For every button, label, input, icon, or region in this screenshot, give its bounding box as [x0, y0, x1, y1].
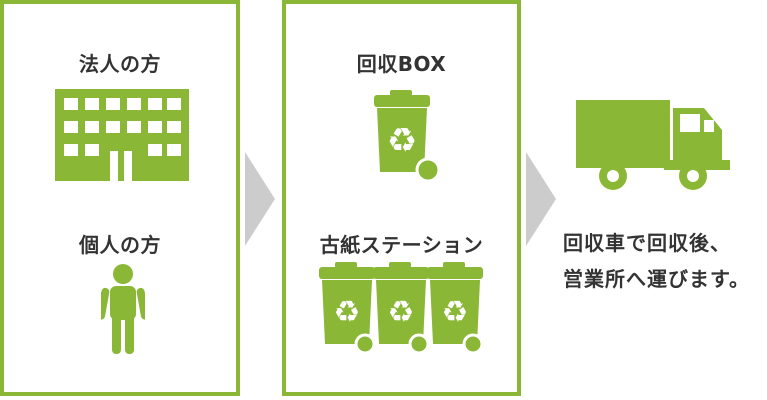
flow-arrow-1 [245, 152, 275, 246]
flow-arrow-2 [526, 152, 556, 246]
individual-label: 個人の方 [79, 233, 161, 257]
box-label: 回収BOX [356, 52, 447, 76]
svg-text:♻: ♻ [442, 295, 469, 330]
station-label: 古紙ステーション [319, 233, 484, 257]
svg-text:♻: ♻ [388, 295, 415, 330]
recycle-bin-icon: ♻ [374, 90, 440, 182]
truck-icon [576, 100, 730, 190]
recycle-bins-icon: ♻ ♻ ♻ [319, 262, 484, 354]
svg-text:♻: ♻ [334, 295, 361, 330]
final-step-line-1: 回収車で回収後、 [563, 231, 731, 255]
sources-panel: 法人の方 個人の方 [0, 0, 240, 396]
building-icon [55, 89, 189, 181]
final-step-line-2: 営業所へ運びます。 [563, 267, 750, 291]
corporate-label: 法人の方 [79, 52, 161, 76]
person-icon [101, 264, 145, 354]
collection-panel: 回収BOX ♻ 古紙ステーション ♻ ♻ ♻ [282, 0, 521, 396]
svg-text:♻: ♻ [387, 121, 417, 161]
